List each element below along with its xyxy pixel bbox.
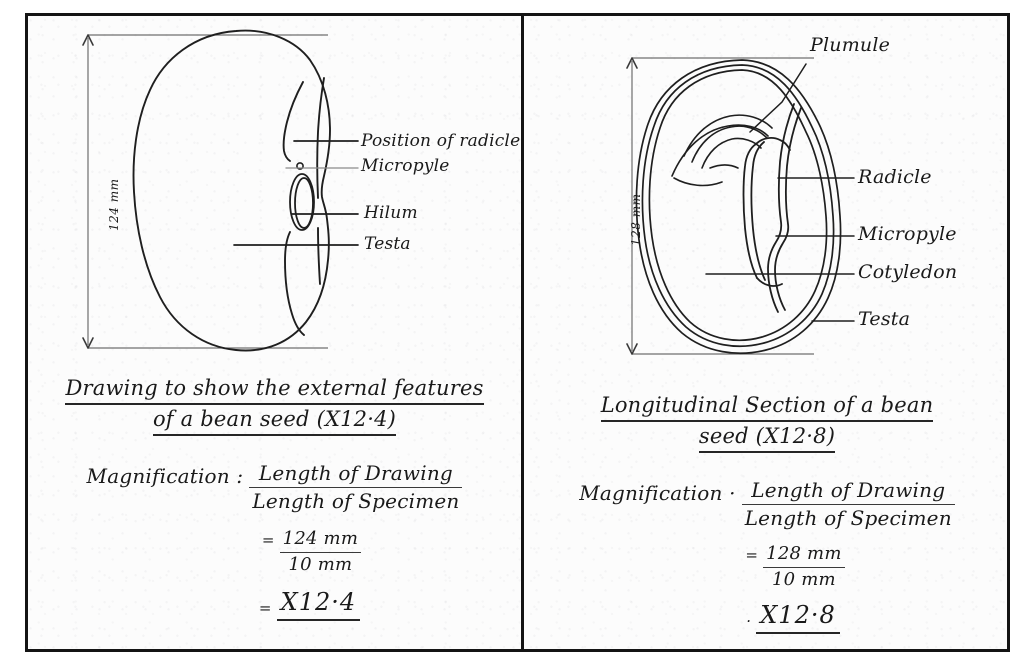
right-mag-result-row: · X12·8: [524, 601, 1007, 634]
bean-crease-upper: [282, 81, 304, 162]
left-mag-denominator: Length of Specimen: [252, 489, 460, 513]
radicle-left-edge-2: [750, 141, 766, 281]
label-testa: Testa: [364, 234, 411, 254]
dim-arrow-bottom: [626, 343, 638, 355]
right-mag-value-denominator: 10 mm: [772, 568, 836, 590]
testa-inner: [648, 69, 828, 342]
right-caption: Longitudinal Section of a bean seed (X12…: [524, 391, 1007, 454]
left-panel: 124 mm Position of radicle Micropyle Hil…: [28, 16, 521, 649]
label-testa-right: Testa: [858, 308, 911, 330]
hilum-oval-inner: [294, 177, 314, 229]
left-mag-numerator: Length of Drawing: [249, 461, 463, 488]
dim-arrow-top: [82, 34, 94, 46]
plumule-vein: [709, 164, 739, 169]
radicle-left-edge: [742, 143, 758, 279]
right-magnification: Magnification · Length of Drawing Length…: [524, 478, 1007, 634]
right-mag-value-fraction: 128 mm 10 mm: [763, 543, 845, 591]
left-mag-result-row: = X12·4: [28, 588, 521, 621]
label-hilum: Hilum: [364, 203, 418, 223]
label-position-of-radicle: Position of radicle: [361, 131, 521, 151]
left-caption: Drawing to show the external features of…: [28, 374, 521, 437]
left-mag-value-numerator: 124 mm: [279, 528, 362, 553]
right-mag-lead: Magnification ·: [579, 481, 736, 505]
label-micropyle-right: Micropyle: [858, 223, 957, 245]
bean-edge-inner-lower: [317, 227, 321, 285]
bean-edge-inner-upper: [316, 77, 325, 199]
bean-crease-lower: [284, 231, 305, 336]
right-mag-value-numerator: 128 mm: [763, 543, 845, 568]
testa-middle: [641, 64, 835, 348]
label-radicle: Radicle: [858, 166, 932, 188]
radicle-base: [756, 277, 783, 287]
bean-outline: [132, 29, 331, 352]
dim-arrow-bottom: [82, 337, 94, 349]
right-mag-eq-sign: =: [745, 546, 759, 564]
label-cotyledon: Cotyledon: [858, 261, 958, 283]
right-caption-line-2: seed (X12·8): [524, 422, 1007, 454]
testa-outer: [635, 59, 842, 355]
right-dimension-label: 128 mm: [629, 193, 643, 246]
panel-divider: [521, 16, 524, 649]
left-dimension-label: 124 mm: [107, 178, 121, 231]
plumule-underside: [673, 177, 723, 187]
left-mag-eq-sign: =: [261, 531, 275, 549]
right-mag-denominator: Length of Specimen: [744, 506, 952, 530]
left-mag-values: = 124 mm 10 mm: [28, 528, 521, 576]
right-mag-values: = 128 mm 10 mm: [524, 543, 1007, 591]
right-panel: 128 mm Plumule Radicle Micropyle Cotyled…: [524, 16, 1007, 649]
dim-arrow-top: [626, 57, 638, 69]
left-result-sign: =: [258, 598, 272, 617]
plumule-leaf-edge: [671, 124, 769, 177]
right-result-sign: ·: [746, 611, 752, 630]
plumule-leaf-inner: [701, 137, 762, 169]
left-mag-lead: Magnification :: [86, 464, 244, 488]
plumule-leaf-mid: [691, 125, 768, 163]
paper-sheet: 124 mm Position of radicle Micropyle Hil…: [25, 13, 1010, 652]
plumule-leaf-outer: [683, 114, 773, 157]
left-magnification-result: X12·4: [276, 588, 361, 621]
external-bean-seed-drawing: [28, 16, 521, 368]
right-mag-fraction: Length of Drawing Length of Specimen: [741, 478, 955, 531]
right-mag-formula: Magnification · Length of Drawing Length…: [524, 478, 1007, 531]
right-caption-line-1: Longitudinal Section of a bean: [524, 391, 1007, 423]
label-plumule: Plumule: [810, 34, 891, 56]
left-mag-value-denominator: 10 mm: [288, 553, 353, 575]
left-mag-fraction: Length of Drawing Length of Specimen: [249, 461, 463, 514]
micropyle-dot: [296, 162, 304, 170]
label-micropyle: Micropyle: [361, 156, 450, 176]
hilum-oval: [289, 173, 315, 231]
left-mag-formula: Magnification : Length of Drawing Length…: [28, 461, 521, 514]
right-magnification-result: X12·8: [756, 601, 840, 634]
left-caption-line-2: of a bean seed (X12·4): [28, 405, 521, 437]
left-magnification: Magnification : Length of Drawing Length…: [28, 461, 521, 621]
leader-plumule: [749, 63, 807, 133]
radicle-tip: [755, 137, 791, 151]
cotyledon-right-edge: [767, 103, 795, 313]
right-mag-numerator: Length of Drawing: [741, 478, 955, 505]
left-caption-line-1: Drawing to show the external features: [28, 374, 521, 406]
left-mag-value-fraction: 124 mm 10 mm: [279, 528, 362, 576]
longitudinal-section-drawing: [524, 16, 1007, 368]
